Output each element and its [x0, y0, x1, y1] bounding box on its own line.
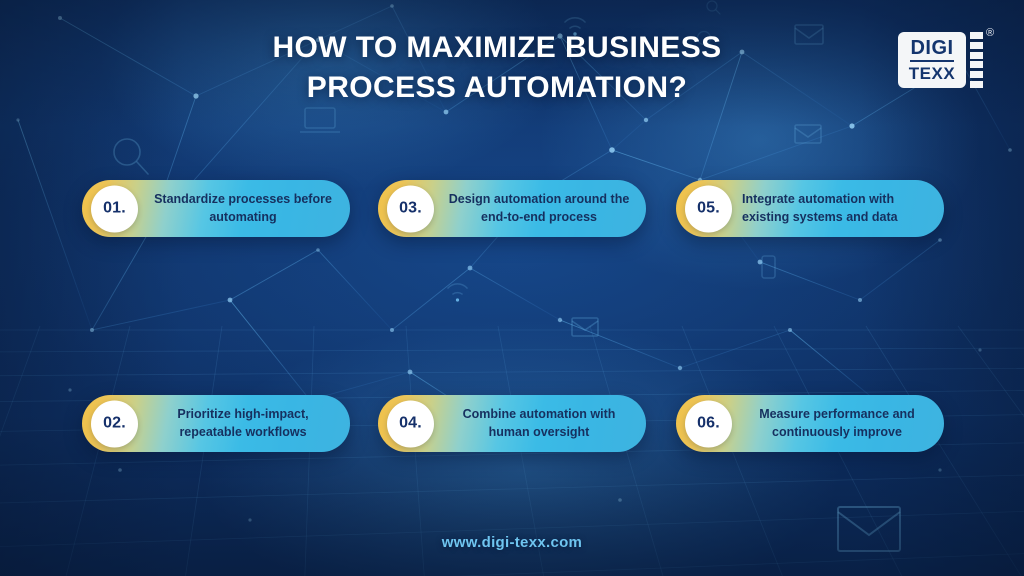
footer: www.digi-texx.com: [0, 534, 1024, 552]
step-number: 02.: [103, 414, 126, 432]
logo-text-texx: TEXX: [908, 64, 956, 83]
step-card-05[interactable]: 05. Integrate automation with existing s…: [676, 180, 944, 237]
step-text: Prioritize high-impact, repeatable workf…: [177, 406, 309, 439]
step-text: Standardize processes before automating: [154, 191, 332, 224]
registered-mark: ®: [986, 27, 995, 39]
step-number: 03.: [399, 199, 422, 217]
step-badge-01: 01.: [91, 185, 138, 232]
step-badge-04: 04.: [387, 400, 434, 447]
website-url[interactable]: www.digi-texx.com: [441, 534, 583, 551]
step-text: Integrate automation with existing syste…: [742, 191, 898, 224]
page-title-line-1: HOW TO MAXIMIZE BUSINESS: [272, 31, 722, 64]
step-number: 01.: [103, 199, 126, 217]
step-card-03[interactable]: 03. Design automation around the end-to-…: [378, 180, 646, 237]
step-badge-02: 02.: [91, 400, 138, 447]
step-text: Design automation around the end-to-end …: [448, 191, 630, 224]
step-card-02[interactable]: 02. Prioritize high-impact, repeatable w…: [82, 395, 350, 452]
page-title-line-2: PROCESS AUTOMATION?: [306, 70, 688, 104]
logo-plate: DIGI TEXX: [898, 32, 966, 88]
step-card-04[interactable]: 04. Combine automation with human oversi…: [378, 395, 646, 452]
step-badge-06: 06.: [685, 400, 732, 447]
step-number: 04.: [399, 414, 422, 432]
step-badge-03: 03.: [387, 185, 434, 232]
logo-bars-icon: [970, 32, 983, 88]
step-badge-05: 05.: [685, 185, 732, 232]
step-number: 05.: [697, 199, 720, 217]
step-card-01[interactable]: 01. Standardize processes before automat…: [82, 180, 350, 237]
digitexx-logo[interactable]: DIGI TEXX ®: [898, 28, 1006, 90]
logo-text-digi: DIGI: [910, 38, 954, 62]
step-text: Combine automation with human oversight: [462, 406, 616, 439]
step-text: Measure performance and continuously imp…: [759, 406, 915, 439]
step-number: 06.: [697, 414, 720, 432]
page-title: HOW TO MAXIMIZE BUSINESS PROCESS AUTOMAT…: [0, 28, 1024, 108]
step-card-06[interactable]: 06. Measure performance and continuously…: [676, 395, 944, 452]
